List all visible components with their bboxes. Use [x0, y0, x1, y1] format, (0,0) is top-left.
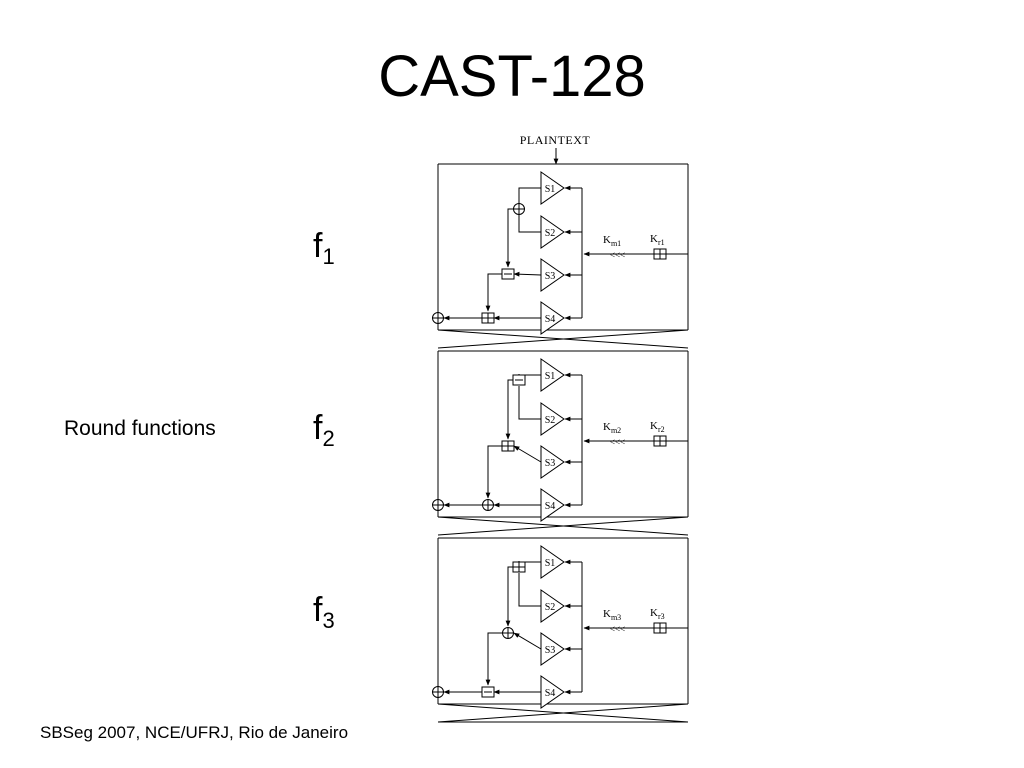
sbox-label: S3 [545, 458, 556, 469]
sbox-label: S1 [545, 371, 556, 382]
sbox-output-line [518, 215, 541, 233]
sbox-output-line [518, 573, 541, 607]
function-label-f3: f3 [313, 592, 335, 639]
combine-line [505, 379, 513, 440]
plaintext-label: PLAINTEXT [520, 133, 591, 147]
sbox-label: S3 [545, 645, 556, 656]
footer-text: SBSeg 2007, NCE/UFRJ, Rio de Janeiro [40, 723, 349, 742]
sbox-output-line [513, 445, 542, 463]
sbox-output-line [518, 187, 541, 203]
function-name: f [313, 591, 323, 629]
sbox-output-line [513, 632, 542, 650]
kr-key-subscript: r2 [658, 425, 665, 434]
km-key-subscript: m1 [611, 239, 621, 248]
swap-cross-line [437, 516, 689, 536]
function-index: 1 [322, 244, 335, 269]
sbox-label: S1 [545, 184, 556, 195]
combine-line [505, 208, 513, 268]
sbox-label: S2 [545, 228, 556, 239]
sbox-label: S4 [545, 314, 556, 325]
kr-key-subscript: r3 [658, 612, 665, 621]
function-index: 3 [322, 608, 335, 633]
combine-line [485, 632, 502, 686]
kr-key-label: Kr1 [650, 233, 665, 247]
sbox-output-line [513, 271, 542, 277]
sbox-label: S1 [545, 558, 556, 569]
combine-line [485, 273, 502, 312]
km-key-label: Km2 [603, 421, 621, 435]
function-label-f1: f1 [313, 228, 335, 275]
combine-line [505, 566, 513, 627]
km-key-label: Km1 [603, 234, 621, 248]
round-functions-label: Round functions [64, 417, 216, 440]
sbox-label: S3 [545, 271, 556, 282]
slide-title: CAST-128 [378, 44, 646, 109]
sbox-label: S4 [545, 688, 556, 699]
rotate-label: <<< [610, 624, 625, 634]
km-key-subscript: m3 [611, 613, 621, 622]
function-name: f [313, 409, 323, 447]
sbox-label: S2 [545, 602, 556, 613]
kr-key-subscript: r1 [658, 238, 665, 247]
km-key-subscript: m2 [611, 426, 621, 435]
kr-key-label: Kr3 [650, 607, 665, 621]
swap-cross-line [437, 329, 689, 349]
sbox-label: S4 [545, 501, 556, 512]
rotate-label: <<< [610, 437, 625, 447]
function-label-f2: f2 [313, 410, 335, 457]
kr-key-label: Kr2 [650, 420, 665, 434]
km-key-label: Km3 [603, 608, 621, 622]
function-name: f [313, 227, 323, 265]
swap-cross-line [437, 703, 689, 723]
rotate-label: <<< [610, 250, 625, 260]
function-index: 2 [322, 426, 335, 451]
sbox-label: S2 [545, 415, 556, 426]
sbox-output-line [518, 386, 541, 420]
combine-line [485, 445, 502, 499]
